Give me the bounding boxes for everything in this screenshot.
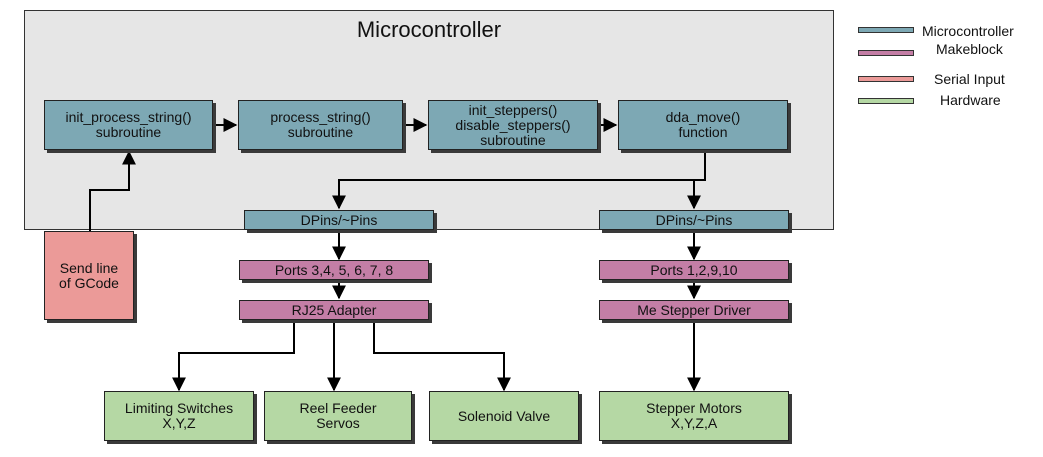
limiting-switches-node: Limiting Switches X,Y,Z xyxy=(104,391,254,441)
stepper-motors-node: Stepper Motors X,Y,Z,A xyxy=(599,391,789,441)
legend-label-hardware: Hardware xyxy=(940,92,1001,108)
send-gcode-node: Send line of GCode xyxy=(44,231,134,320)
ports-left-node: Ports 3,4, 5, 6, 7, 8 xyxy=(239,260,429,280)
dpins-left-node: DPins/~Pins xyxy=(244,210,434,230)
legend-swatch-serial-input xyxy=(858,76,914,82)
init-steppers-node: init_steppers() disable_steppers() subro… xyxy=(428,100,598,150)
legend-label-makeblock: Makeblock xyxy=(936,41,1003,57)
microcontroller-title: Microcontroller xyxy=(356,17,502,42)
legend-label-microcontroller: Microcontroller xyxy=(922,23,1014,39)
reel-feeder-node: Reel Feeder Servos xyxy=(264,391,412,441)
rj25-adapter-node: RJ25 Adapter xyxy=(239,300,429,320)
solenoid-valve-node: Solenoid Valve xyxy=(429,391,579,441)
dpins-right-node: DPins/~Pins xyxy=(599,210,789,230)
legend: Microcontroller Makeblock Serial Input H… xyxy=(858,22,1038,112)
legend-swatch-hardware xyxy=(858,98,914,104)
ports-right-node: Ports 1,2,9,10 xyxy=(599,260,789,280)
legend-swatch-microcontroller xyxy=(858,27,914,33)
arrow-gcode-to-init xyxy=(89,150,136,231)
arrow-rj25-to-switches xyxy=(172,321,295,392)
init-process-string-node: init_process_string() subroutine xyxy=(44,100,213,150)
arrow-dda-to-dpins-left xyxy=(332,150,706,210)
arrow-rj25-to-solenoid xyxy=(373,321,511,392)
dda-move-node: dda_move() function xyxy=(618,100,788,150)
legend-label-serial-input: Serial Input xyxy=(934,71,1005,87)
stepper-driver-node: Me Stepper Driver xyxy=(599,300,789,320)
process-string-node: process_string() subroutine xyxy=(238,100,403,150)
legend-swatch-makeblock xyxy=(858,50,914,56)
